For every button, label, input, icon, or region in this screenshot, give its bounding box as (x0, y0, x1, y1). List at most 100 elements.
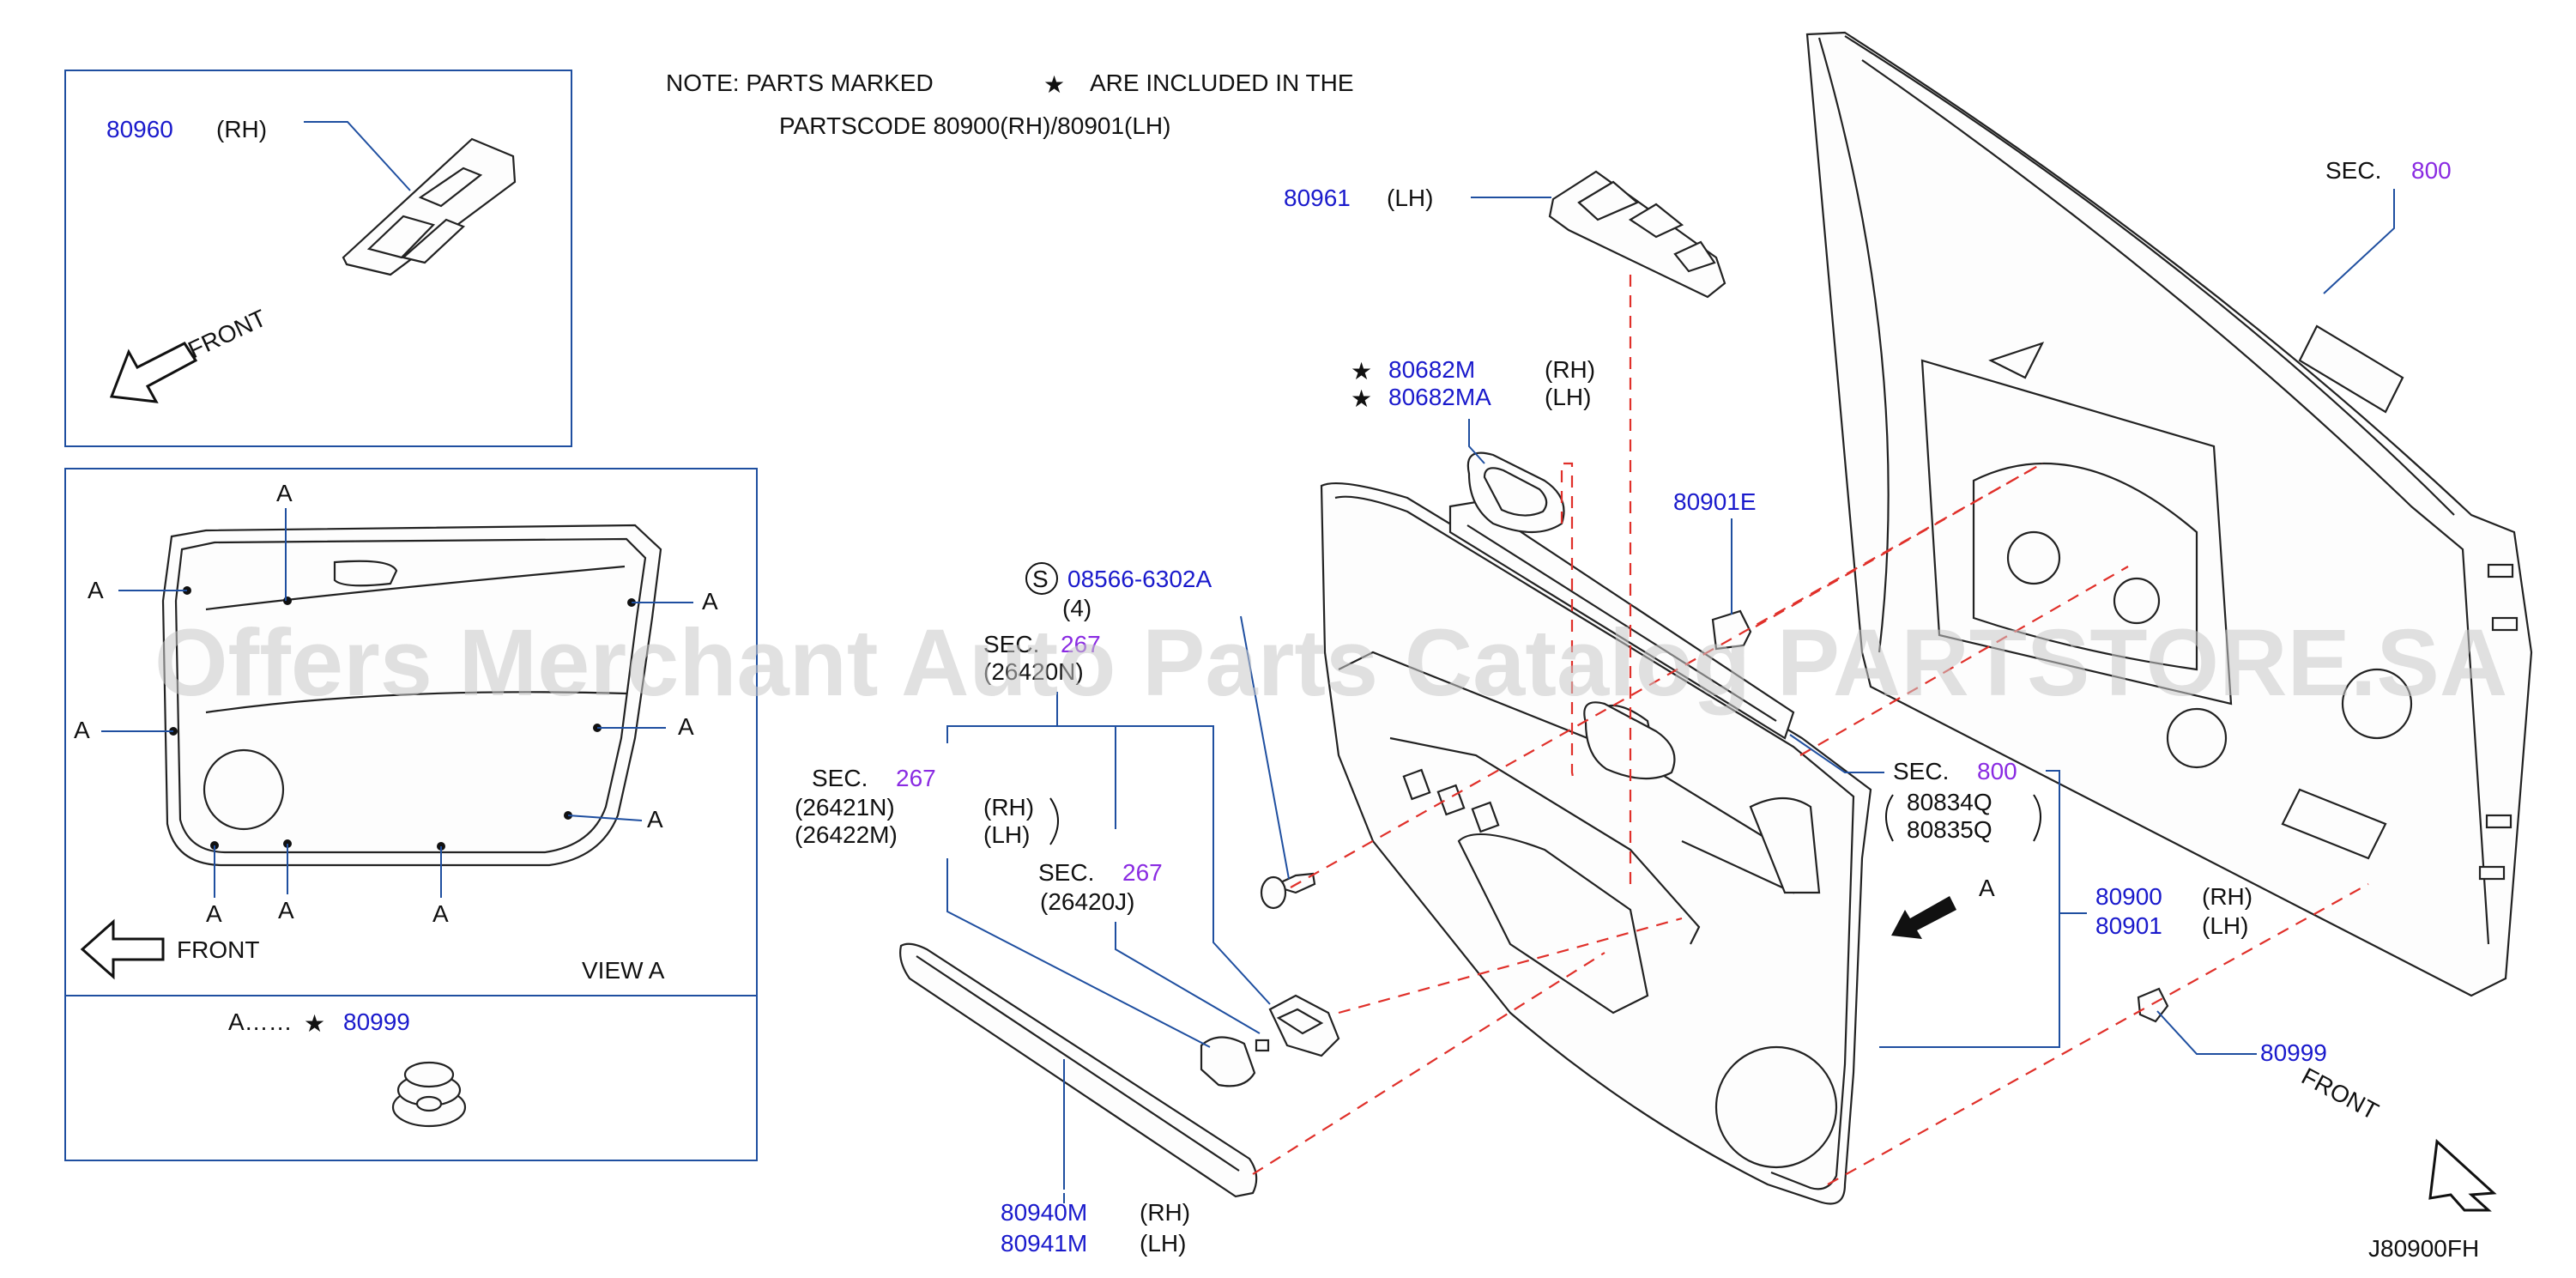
screw-part (1260, 872, 1316, 910)
sec-267-lh: (LH) (983, 821, 1030, 848)
view-a-trim-outline (161, 524, 662, 867)
part-80901[interactable]: 80901 (2095, 912, 2162, 939)
svg-text:A: A (678, 713, 694, 740)
switch-26420j-part (1255, 994, 1340, 1057)
sec-800-mid-label: SEC. (1893, 758, 1949, 784)
part-80999[interactable]: 80999 (2260, 1039, 2327, 1066)
part-80960[interactable]: 80960 (106, 116, 173, 142)
screw-qty: (4) (1062, 595, 1091, 621)
switch-80961-part (1548, 170, 1726, 299)
assembly-dashed-lines (1252, 275, 2369, 1185)
clip-80901e-part (1711, 609, 1752, 651)
view-a-arrow-icon (1891, 896, 1956, 939)
sec-267-mid-label: SEC. (812, 765, 868, 791)
part-80682ma[interactable]: 80682MA (1388, 384, 1491, 410)
note-line-1b: ARE INCLUDED IN THE (1090, 70, 1354, 96)
front-label-main: FRONT (2297, 1063, 2383, 1125)
svg-text:A: A (74, 717, 90, 743)
paren-open (1885, 794, 1894, 842)
bracket-26420n (946, 725, 1271, 1005)
diagram-code: J80900FH (2368, 1235, 2479, 1262)
leader-80999 (2156, 1010, 2257, 1055)
star-icon: ★ (1351, 385, 1372, 412)
screw-s-marker (1025, 562, 1058, 595)
paren-close (2033, 794, 2041, 842)
sec-267-mid-number[interactable]: 267 (896, 765, 936, 791)
armrest-strip-part (1448, 500, 1795, 740)
view-a-label: VIEW A (582, 957, 665, 984)
leader-80834q (1789, 734, 1884, 773)
sec-267-low-code: (26420J) (1040, 888, 1135, 915)
paren-close (1049, 797, 1059, 845)
part-80682m[interactable]: 80682M (1388, 356, 1475, 383)
svg-text:A: A (278, 897, 294, 924)
pocket-80940m-part (899, 942, 1258, 1198)
front-label-inset1: FRONT (184, 305, 270, 364)
part-80999-inset[interactable]: 80999 (343, 1008, 410, 1035)
screw-s-letter: S (1032, 566, 1049, 592)
sec-267-rh: (RH) (983, 794, 1034, 821)
part-80941m[interactable]: 80941M (1001, 1230, 1087, 1257)
door-trim-80900-part (1320, 482, 1872, 1205)
bezel-80682m-part (1466, 451, 1565, 534)
side-80900: (RH) (2202, 883, 2252, 910)
side-80901: (LH) (2202, 912, 2248, 939)
svg-text:A: A (206, 900, 222, 927)
clip-80999-part (391, 1061, 467, 1128)
sec-800-code-b: 80835Q (1907, 816, 1992, 843)
leader-80682m (1468, 419, 1485, 464)
lamp-26421n-part (1200, 1036, 1256, 1087)
svg-text:A: A (276, 480, 293, 506)
watermark: Offers Merchant Auto Parts Catalog PARTS… (154, 610, 2507, 716)
leader-80960 (304, 121, 411, 191)
side-80682ma: (LH) (1545, 384, 1591, 410)
sec-267-top-code: (26420N) (983, 658, 1084, 685)
sec-267-low-number[interactable]: 267 (1122, 859, 1163, 886)
front-arrow-icon (109, 342, 198, 403)
note-line-2: PARTSCODE 80900(RH)/80901(LH) (779, 112, 1170, 139)
svg-text:A: A (432, 900, 449, 927)
star-icon: ★ (304, 1010, 325, 1037)
bracket-80900 (1879, 770, 2060, 1048)
leader-sec800-top (2323, 189, 2395, 294)
bezel-80682m-lower (1583, 701, 1676, 780)
part-80961[interactable]: 80961 (1284, 185, 1351, 211)
side-80941m: (LH) (1140, 1230, 1186, 1257)
view-a-arrow-label: A (1979, 875, 1995, 901)
note-line-1a: NOTE: PARTS MARKED (666, 70, 934, 96)
inset-switch-part (342, 137, 517, 276)
side-80682m: (RH) (1545, 356, 1595, 383)
front-arrow-icon (80, 918, 165, 980)
part-80940m[interactable]: 80940M (1001, 1199, 1087, 1226)
sec-267-code-rh: (26421N) (795, 794, 895, 821)
side-80940m: (RH) (1140, 1199, 1190, 1226)
leader-26421n (946, 858, 1211, 1048)
side-80960: (RH) (216, 116, 267, 142)
sec-267-top-label: SEC. (983, 631, 1039, 657)
sec-267-low-label: SEC. (1038, 859, 1094, 886)
inset-clip-box (64, 995, 758, 1161)
star-icon: ★ (1043, 71, 1065, 98)
side-80961: (LH) (1387, 185, 1433, 211)
part-80901e[interactable]: 80901E (1673, 488, 1757, 515)
clip-a-label: A…… (228, 1008, 293, 1035)
sec-800-top-label: SEC. (2325, 157, 2381, 184)
door-frame-studs (2478, 563, 2519, 881)
view-a-leaders (101, 508, 693, 898)
sec-800-top-number[interactable]: 800 (2411, 157, 2452, 184)
front-arrow-icon (2428, 1138, 2497, 1212)
svg-text:A: A (88, 577, 104, 603)
part-08566-6302a[interactable]: 08566-6302A (1067, 566, 1212, 592)
sec-800-code-a: 80834Q (1907, 789, 1992, 815)
leader-screw (1240, 615, 1290, 880)
inset-switch-box (64, 70, 572, 447)
leader-26420j (1115, 922, 1261, 1034)
front-label-inset2: FRONT (177, 936, 259, 963)
sec-267-top-number[interactable]: 267 (1061, 631, 1101, 657)
door-frame-part (1805, 31, 2533, 997)
star-icon: ★ (1351, 358, 1372, 385)
part-80900[interactable]: 80900 (2095, 883, 2162, 910)
sec-800-mid-number[interactable]: 800 (1977, 758, 2017, 784)
